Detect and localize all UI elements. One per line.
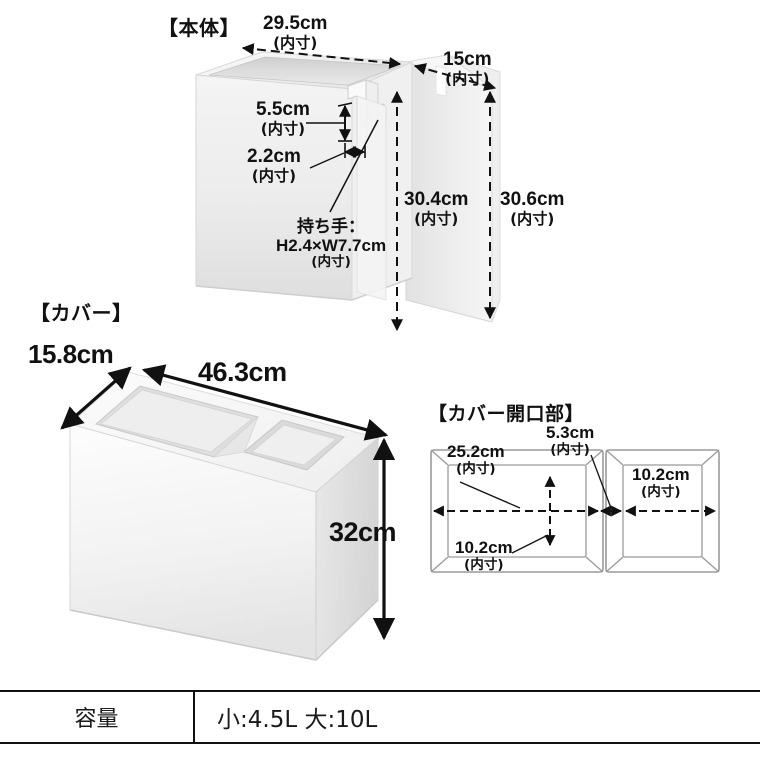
capacity-table: 容量 小:4.5L 大:10L (0, 690, 760, 744)
section-title-cover-opening: 【カバー開口部】 (428, 403, 585, 425)
dim-label-body-width: 29.5cm (内寸) (263, 13, 328, 52)
leader-large-opening-width (459, 481, 521, 509)
dim-label-cover-height: 32cm (329, 517, 397, 547)
dim-label-small-opening-width: 10.2cm (内寸) (632, 465, 690, 500)
dim-label-divider-height: 5.5cm (内寸) (256, 99, 310, 138)
dim-label-large-opening-width: 25.2cm (内寸) (447, 442, 505, 477)
body-illustration (195, 51, 501, 323)
capacity-table-header: 容量 (0, 692, 195, 742)
cover-illustration (68, 371, 380, 662)
leader-divider-gap (309, 152, 345, 169)
dim-label-divider-gap: 2.2cm (内寸) (247, 146, 301, 185)
section-title-body: 【本体】 (158, 16, 240, 40)
handle-annotation: 持ち手： H2.4×W7.7cm (内寸) (276, 217, 387, 271)
dim-label-large-opening-depth: 10.2cm (内寸) (455, 538, 513, 573)
dim-label-cover-width: 46.3cm (198, 357, 287, 387)
section-title-cover: 【カバー】 (30, 301, 133, 325)
dim-line-cover-depth (60, 366, 132, 430)
dim-label-body-inner-height: 30.4cm (内寸) (404, 189, 469, 228)
dim-label-body-depth: 15cm (内寸) (443, 49, 492, 88)
dim-label-opening-gap: 5.3cm (内寸) (546, 423, 595, 458)
dim-label-body-outer-height: 30.6cm (内寸) (500, 189, 565, 228)
capacity-table-value: 小:4.5L 大:10L (217, 707, 378, 733)
leader-handle (329, 119, 379, 213)
leader-large-opening-depth (511, 534, 549, 554)
leader-opening-gap (590, 454, 612, 509)
dim-label-cover-depth: 15.8cm (28, 339, 114, 369)
